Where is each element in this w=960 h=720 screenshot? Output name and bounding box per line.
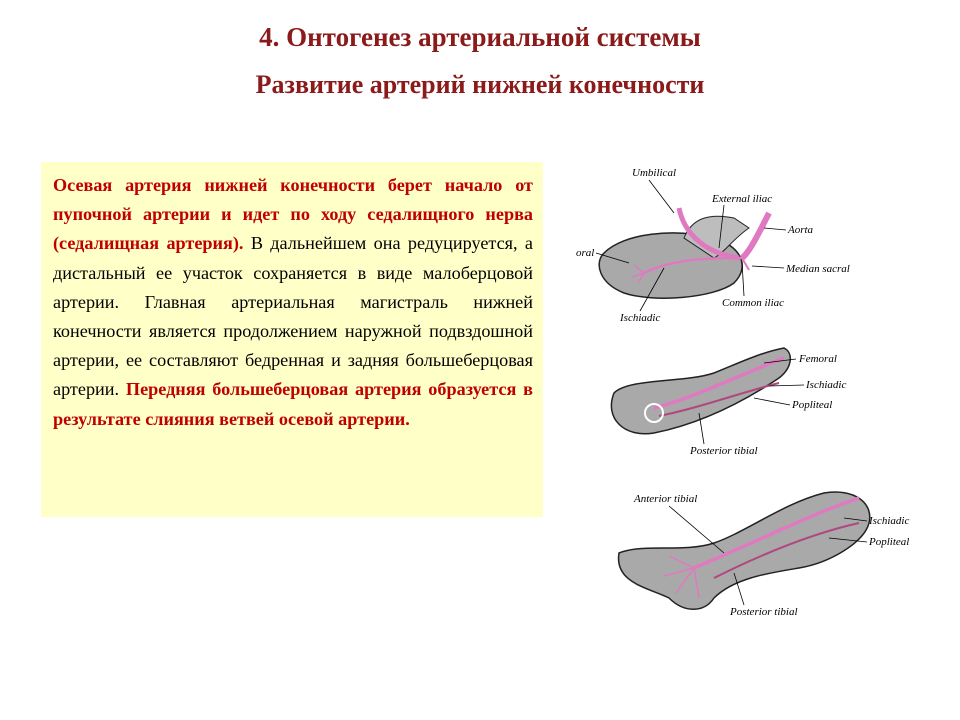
stage1-aorta — [739, 211, 772, 261]
leader-popliteal-2 — [753, 397, 791, 406]
leader-posterior-tibial-3 — [733, 572, 745, 606]
label-external-iliac: External iliac — [711, 193, 772, 205]
leader-posterior-tibial-2 — [698, 412, 705, 445]
leader-ischiadic-2 — [768, 384, 805, 387]
stage3-foot-branches — [663, 555, 700, 599]
stage1-diagram: Umbilical External iliac Aorta Median sa… — [576, 167, 850, 324]
leader-umbilical — [648, 179, 675, 214]
leader-anterior-tibial — [668, 505, 725, 554]
leader-femoral-2 — [763, 358, 797, 364]
stage1-ischiadic-artery — [643, 256, 743, 275]
stage3-limb — [617, 491, 871, 610]
label-common-iliac: Common iliac — [722, 297, 784, 309]
stage1-median-sacral — [741, 257, 750, 271]
stage2-diagram: Femoral Ischiadic Popliteal Posterior ti… — [610, 347, 846, 457]
description-text-box: Осевая артерия нижней конечности берет н… — [41, 162, 543, 517]
label-posterior-tibial-3: Posterior tibial — [729, 606, 798, 618]
label-anterior-tibial: Anterior tibial — [633, 493, 697, 505]
slide-subtitle: Развитие артерий нижней конечности — [255, 70, 705, 99]
limb-arteries-figure: Umbilical External iliac Aorta Median sa… — [576, 167, 909, 618]
leader-ischiadic-1 — [639, 267, 665, 312]
label-median-sacral: Median sacral — [785, 263, 850, 275]
stage1-umbilical-artery — [676, 207, 740, 261]
label-femoral-partial: oral — [576, 247, 594, 259]
stage2-femoral-artery — [653, 356, 785, 410]
text-part-development: В дальнейшем она редуцируется, а дисталь… — [53, 233, 533, 400]
stage3-femoral-artery — [693, 496, 860, 570]
label-umbilical: Umbilical — [632, 167, 676, 179]
text-part-axial-artery: Осевая артерия нижней конечности берет н… — [53, 175, 533, 254]
label-posterior-tibial-2: Posterior tibial — [689, 445, 758, 457]
stage2-ischiadic-artery — [658, 382, 780, 417]
stage3-diagram: Anterior tibial Ischiadic Popliteal Post… — [617, 491, 909, 618]
label-ischiadic-3: Ischiadic — [868, 515, 909, 527]
leader-aorta — [763, 227, 787, 231]
leader-popliteal-3 — [828, 537, 868, 543]
label-popliteal-3: Popliteal — [868, 536, 909, 548]
slide-title: 4. Онтогенез артериальной системы — [259, 22, 701, 52]
stage2-foot-arch — [644, 403, 664, 423]
leader-ischiadic-3 — [843, 517, 868, 522]
label-femoral-2: Femoral — [798, 353, 837, 365]
leader-common-iliac — [741, 261, 745, 297]
leader-median-sacral — [751, 265, 785, 269]
leader-femoral-partial — [595, 252, 630, 264]
label-ischiadic-1: Ischiadic — [619, 312, 660, 324]
label-ischiadic-2: Ischiadic — [805, 379, 846, 391]
text-part-anterior-tibial: Передняя большеберцовая артерия образует… — [53, 379, 533, 429]
label-popliteal-2: Popliteal — [791, 399, 832, 411]
stage1-branches — [631, 264, 645, 284]
leader-external-iliac — [718, 204, 725, 249]
label-aorta: Aorta — [787, 224, 814, 236]
stage3-ischiadic-artery — [713, 522, 860, 579]
